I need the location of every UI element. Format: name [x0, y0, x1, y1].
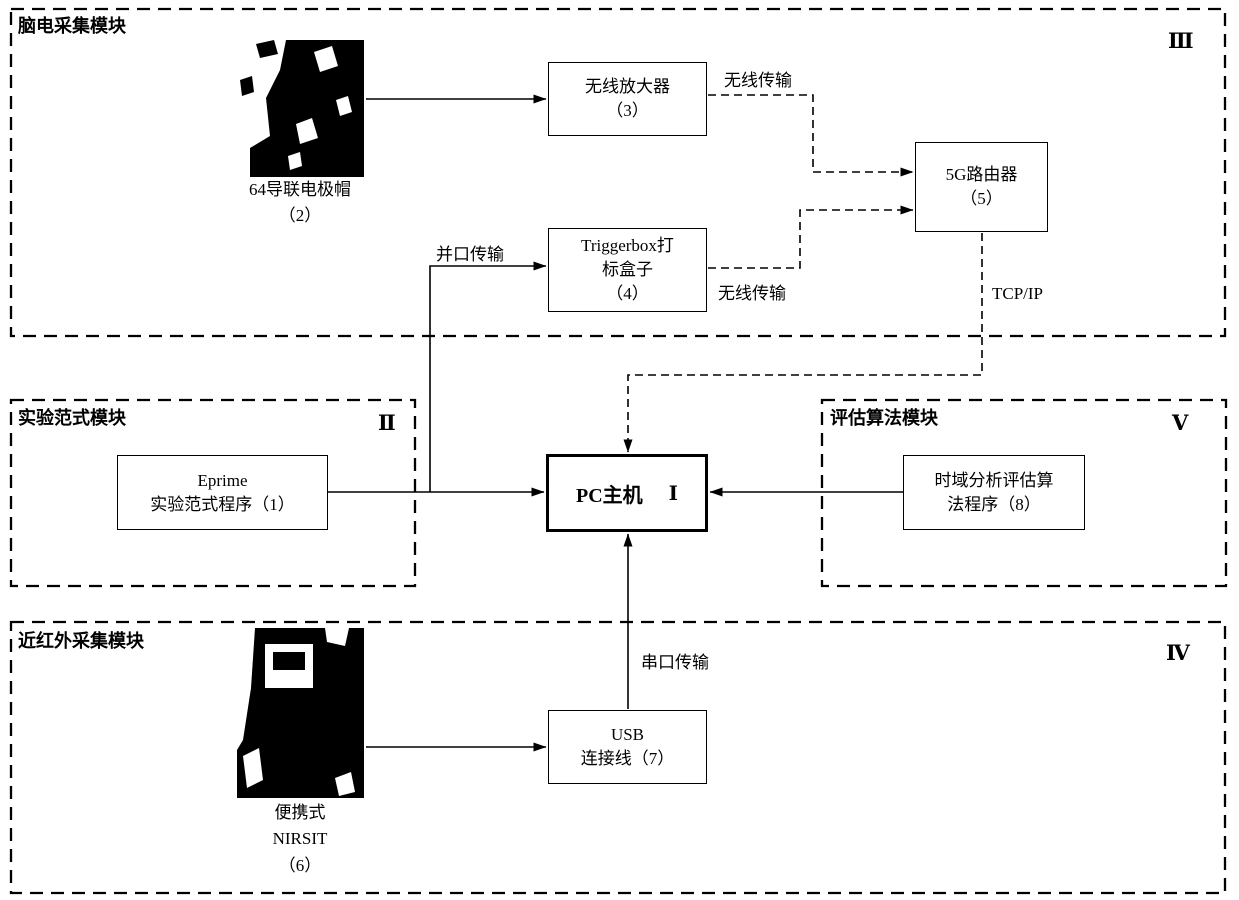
- nirsit-caption-line1: 便携式: [274, 803, 326, 822]
- 5g-router-label-line1: 5G路由器: [945, 165, 1018, 185]
- usb-cable-box: USB 连接线（7）: [548, 710, 707, 784]
- edge-label-wireless-trigger: 无线传输: [718, 284, 786, 303]
- pc-host-box: PC主机 Ⅰ: [546, 454, 708, 532]
- eprime-label-line2: 实验范式程序（1）: [150, 494, 295, 514]
- nirs-module-title: 近红外采集模块: [18, 631, 144, 651]
- paradigm-module-numeral: Ⅱ: [378, 411, 396, 435]
- arrow-parallel-to-triggerbox: [429, 261, 547, 492]
- eprime-program-box: Eprime 实验范式程序（1）: [117, 455, 328, 530]
- edge-label-parallel-port: 并口传输: [436, 245, 504, 264]
- electrode-cap-caption-line1: 64导联电极帽: [249, 180, 351, 199]
- nirsit-photo: [237, 628, 364, 798]
- triggerbox-label-line1: Triggerbox打: [581, 236, 674, 256]
- arrow-amplifier-to-router: [708, 94, 914, 177]
- usb-cable-label-line1: USB: [610, 725, 645, 745]
- electrode-cap-caption: 64导联电极帽 （2）: [219, 177, 381, 230]
- 5g-router-box: 5G路由器 （5）: [915, 142, 1048, 232]
- edge-label-serial-port: 串口传输: [641, 653, 709, 672]
- evaluation-module-numeral: Ⅴ: [1172, 411, 1189, 435]
- electrode-cap-caption-line2: （2）: [278, 206, 322, 226]
- algorithm-label-line2: 法程序（8）: [947, 494, 1041, 514]
- eeg-module-numeral: Ⅲ: [1168, 29, 1194, 53]
- nirsit-caption-line3: （6）: [278, 855, 322, 875]
- nirs-module-numeral: Ⅳ: [1166, 641, 1190, 665]
- nirsit-caption-line2: NIRSIT: [272, 829, 328, 849]
- 5g-router-label-line2: （5）: [960, 189, 1003, 208]
- edge-label-tcp-ip: TCP/IP: [992, 284, 1044, 303]
- triggerbox-box: Triggerbox打 标盒子 （4）: [548, 228, 707, 312]
- pc-host-numeral: Ⅰ: [668, 482, 679, 505]
- usb-cable-label-line2: 连接线（7）: [580, 749, 675, 768]
- triggerbox-label-line2: 标盒子: [602, 260, 653, 280]
- electrode-cap-photo: [236, 40, 364, 177]
- algorithm-program-box: 时域分析评估算 法程序（8）: [903, 455, 1085, 530]
- wireless-amplifier-label-line1: 无线放大器: [585, 77, 670, 97]
- wireless-amplifier-label-line2: （3）: [606, 101, 649, 120]
- triggerbox-label-line3: （4）: [606, 283, 649, 303]
- algorithm-label-line1: 时域分析评估算: [934, 470, 1054, 490]
- arrow-triggerbox-to-router: [708, 205, 914, 269]
- nirsit-caption: 便携式 NIRSIT （6）: [219, 800, 381, 879]
- wireless-amplifier-box: 无线放大器 （3）: [548, 62, 707, 136]
- pc-host-label: PC主机: [575, 484, 643, 507]
- paradigm-module-title: 实验范式模块: [18, 408, 126, 428]
- evaluation-module-title: 评估算法模块: [830, 408, 938, 428]
- eeg-module-title: 脑电采集模块: [18, 16, 126, 36]
- edge-label-wireless-amp: 无线传输: [724, 71, 792, 90]
- eprime-label-line1: Eprime: [197, 470, 248, 490]
